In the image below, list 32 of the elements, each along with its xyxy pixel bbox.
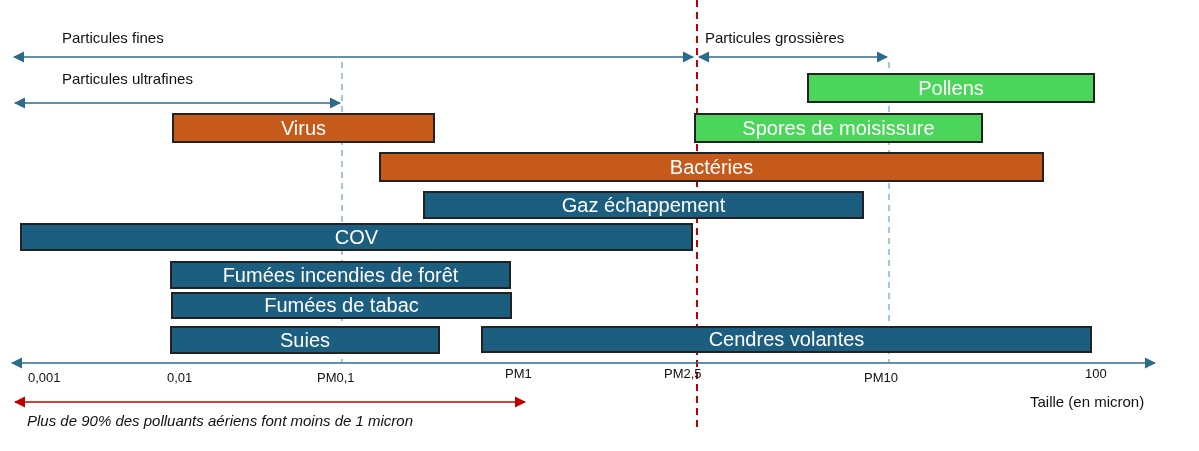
bar-label: Pollens: [918, 76, 984, 100]
bar-label: Suies: [280, 328, 330, 352]
tick-label: PM0,1: [317, 370, 355, 385]
range-bar: [171, 292, 512, 319]
bar-label: Cendres volantes: [708, 328, 865, 351]
range-label: Particules grossières: [705, 29, 845, 46]
range-bar: [172, 113, 435, 143]
note-text: Plus de 90% des polluants aériens font moins de 1 micron: [27, 412, 414, 429]
range-bar: [170, 326, 440, 354]
bar-label: Fumées de tabac: [264, 294, 419, 317]
bar-label: Gaz échappement: [561, 193, 726, 217]
bar-label: Bactéries: [669, 155, 754, 179]
bar-label: Spores de moisissure: [742, 116, 935, 140]
range-bar: [170, 261, 511, 289]
bar-label: Virus: [280, 116, 327, 140]
tick-label: 100: [1085, 366, 1107, 381]
bar-label: COV: [334, 225, 379, 249]
tick-label: 0,001: [28, 370, 61, 385]
range-bar: [807, 73, 1095, 103]
tick-label: PM10: [864, 370, 898, 385]
axis-title: Taille (en micron): [1030, 393, 1145, 410]
range-bar: [481, 326, 1092, 353]
range-label: Particules ultrafines: [62, 70, 193, 87]
range-bar: [694, 113, 983, 143]
range-bar: [423, 191, 864, 219]
tick-label: PM2,5: [664, 366, 702, 381]
tick-label: PM1: [505, 366, 532, 381]
tick-label: 0,01: [167, 370, 193, 385]
range-bar: [20, 223, 693, 251]
range-bar: [379, 152, 1044, 182]
range-label: Particules fines: [62, 29, 164, 46]
bar-label: Fumées incendies de forêt: [222, 263, 459, 287]
